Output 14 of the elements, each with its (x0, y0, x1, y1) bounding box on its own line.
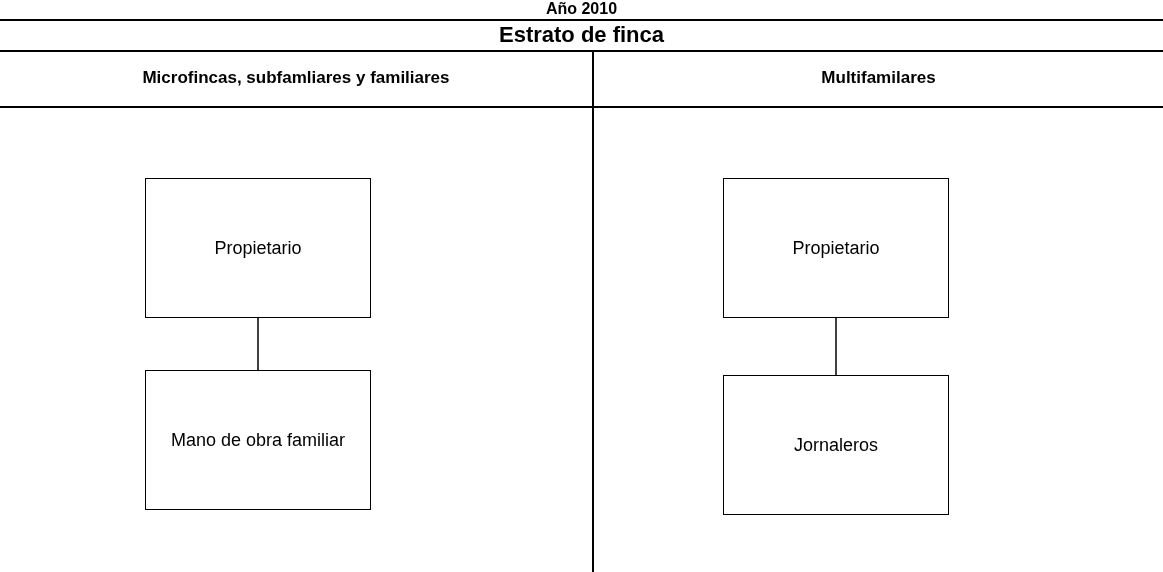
column-header: Microfincas, subfamliares y familiares (141, 68, 451, 88)
column-header: Multifamilares (820, 68, 937, 88)
box-label: Jornaleros (793, 434, 878, 456)
role-box (723, 375, 949, 515)
connector-line (835, 317, 837, 376)
box-label: Propietario (792, 237, 880, 259)
box-label: Mano de obra familiar (170, 429, 346, 451)
title: Año 2010 (544, 0, 619, 18)
role-box (145, 178, 371, 318)
table-header: Estrato de finca (497, 22, 665, 48)
connector-line (257, 317, 259, 371)
box-label: Propietario (214, 237, 302, 259)
role-box (145, 370, 371, 510)
role-box (723, 178, 949, 318)
